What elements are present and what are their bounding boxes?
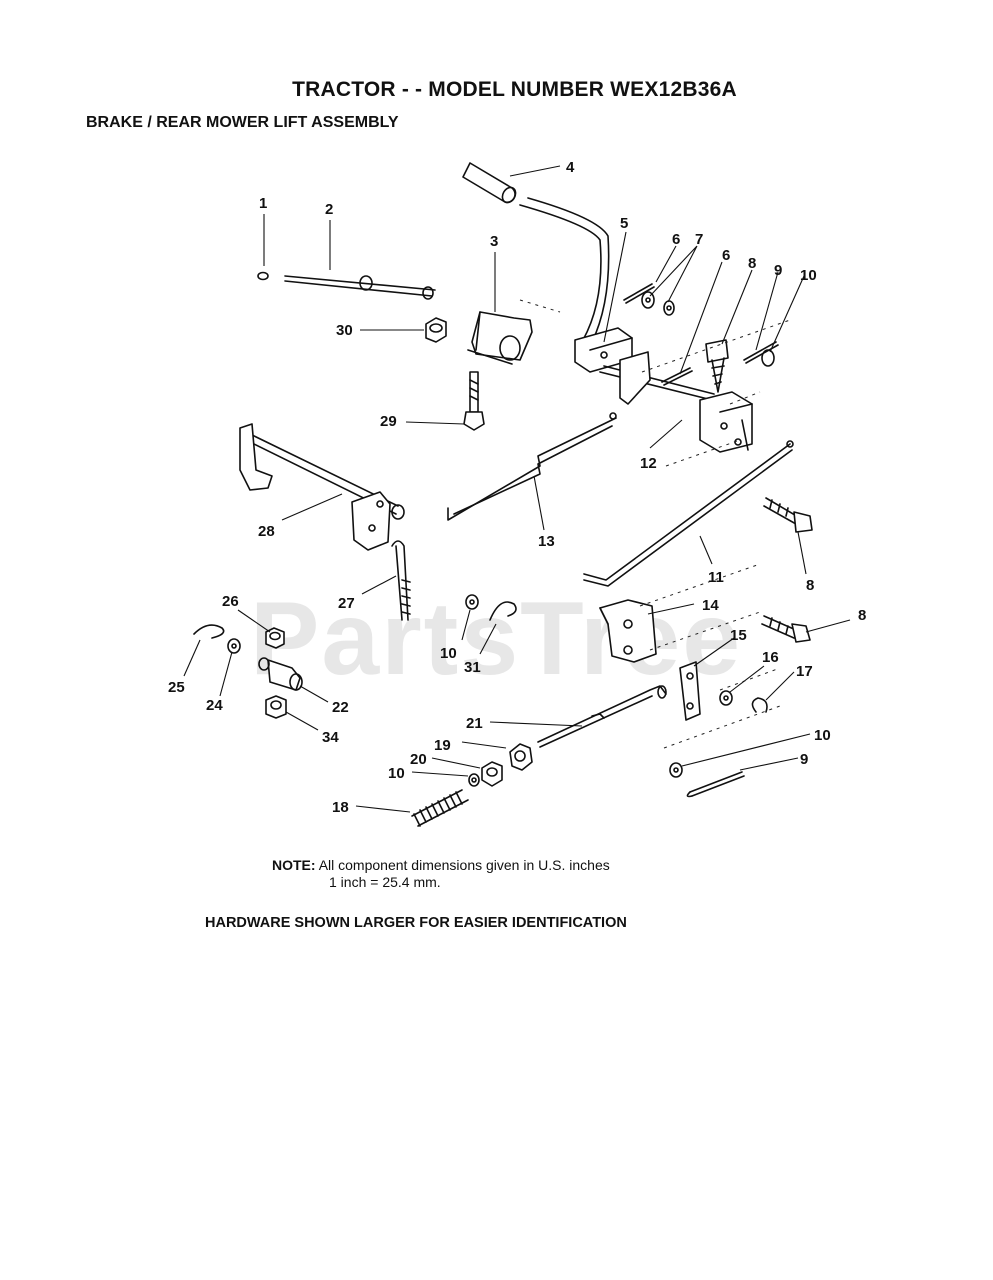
callout-25: 25: [168, 679, 185, 696]
part-8-bolt-top: [705, 339, 729, 393]
dimension-note: NOTE: All component dimensions given in …: [272, 857, 610, 891]
part-6-cotter-pin-top: [623, 283, 655, 304]
part-5-lift-lever: [519, 197, 633, 373]
callout-34: 34: [322, 729, 339, 746]
part-24-washer: [227, 638, 241, 654]
callout-6a: 6: [672, 231, 680, 248]
callout-15: 15: [730, 627, 747, 644]
part-10-washer-mid: [465, 594, 479, 610]
part-26-nut: [265, 627, 285, 649]
callout-11: 11: [708, 569, 724, 586]
callout-8b: 8: [806, 577, 814, 594]
page-title: TRACTOR - - MODEL NUMBER WEX12B36A: [292, 78, 737, 101]
part-20-nut: [481, 761, 503, 787]
callout-22: 22: [332, 699, 349, 716]
callout-24: 24: [206, 697, 223, 714]
part-6-cotter-pin-mid: [661, 367, 693, 386]
part-19-nut: [509, 743, 533, 771]
part-12-brake-shaft: [599, 351, 753, 453]
part-13-link-rod: [447, 412, 617, 521]
callout-10d: 10: [388, 765, 405, 782]
part-10-washer-bottom: [669, 762, 683, 778]
callout-5: 5: [620, 215, 628, 232]
callout-28: 28: [258, 523, 275, 540]
part-31-clip: [489, 601, 517, 621]
assembly-subtitle: BRAKE / REAR MOWER LIFT ASSEMBLY: [86, 114, 399, 131]
callout-17: 17: [796, 663, 813, 680]
part-34-nut: [265, 695, 287, 719]
part-9-cotter-pin-bottom: [686, 771, 745, 798]
callout-6b: 6: [722, 247, 730, 264]
note-line-2: 1 inch = 25.4 mm.: [329, 874, 441, 890]
part-1-clip: [257, 271, 269, 281]
watermark: PartsTree: [250, 581, 743, 697]
callout-20: 20: [410, 751, 427, 768]
part-2-rod: [284, 275, 436, 300]
callout-10b: 10: [440, 645, 457, 662]
part-28-rear-shaft: [239, 423, 405, 551]
part-18-spring: [411, 789, 469, 827]
part-10-washer-top: [761, 349, 775, 367]
callout-10c: 10: [814, 727, 831, 744]
part-10-washer-lower: [468, 773, 480, 787]
callout-12: 12: [640, 455, 657, 472]
callout-21: 21: [466, 715, 483, 732]
leader-lines: [183, 165, 851, 813]
callout-9a: 9: [774, 262, 782, 279]
note-label: NOTE:: [272, 857, 316, 873]
part-8-bolt-lower: [761, 615, 811, 643]
part-7-washer-b: [663, 300, 675, 316]
callout-1: 1: [259, 195, 267, 212]
part-30-nut: [425, 317, 447, 343]
callout-29: 29: [380, 413, 397, 430]
callout-9b: 9: [800, 751, 808, 768]
callout-14: 14: [702, 597, 719, 614]
part-22-block: [258, 657, 303, 691]
part-25-pin: [193, 624, 225, 639]
callout-4: 4: [566, 159, 575, 176]
callout-10a: 10: [800, 267, 817, 284]
callout-30: 30: [336, 322, 353, 339]
callout-7: 7: [695, 231, 703, 248]
callout-27: 27: [338, 595, 355, 612]
hardware-note: HARDWARE SHOWN LARGER FOR EASIER IDENTIF…: [205, 915, 627, 931]
callout-19: 19: [434, 737, 451, 754]
part-4-handle-grip: [462, 162, 517, 204]
callout-numbers: 1 2 3 4 5 6 7 6 8 9 10 30 29 12 28 13 11…: [168, 159, 866, 816]
part-14-bracket: [599, 599, 657, 663]
part-8-bolt-mid: [763, 497, 813, 533]
callout-8a: 8: [748, 255, 756, 272]
part-15-plate: [679, 661, 701, 721]
part-27-hook-rod: [391, 540, 411, 621]
callout-13: 13: [538, 533, 555, 550]
part-7-washer-a: [641, 291, 655, 309]
callout-8c: 8: [858, 607, 866, 624]
callout-31: 31: [464, 659, 481, 676]
part-17-clip: [751, 697, 768, 713]
part-29-bolt: [463, 371, 485, 431]
callout-2: 2: [325, 201, 333, 218]
part-21-brake-rod: [537, 685, 667, 748]
callout-26: 26: [222, 593, 239, 610]
part-11-long-rod: [583, 440, 794, 587]
guide-lines: [519, 299, 791, 749]
callout-18: 18: [332, 799, 349, 816]
part-16-washer: [719, 690, 733, 706]
note-line-1: All component dimensions given in U.S. i…: [318, 857, 610, 873]
callout-3: 3: [490, 233, 498, 250]
part-3-bracket: [467, 311, 533, 365]
callout-16: 16: [762, 649, 779, 666]
